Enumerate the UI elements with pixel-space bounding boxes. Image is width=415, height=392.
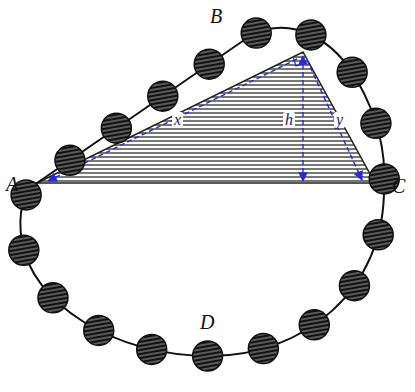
h-dimension [302,56,303,181]
chain-bead [84,315,114,345]
chain-bead [55,145,85,175]
vertex-letter: C [392,176,405,196]
chain-bead [101,113,131,143]
chain-bead [296,20,326,50]
chain-bead [361,108,391,138]
chain-bead [299,310,329,340]
chain-bead [9,235,39,265]
vertex-letter: A [6,174,18,194]
chain-bead [248,334,278,364]
chain-bead [137,334,167,364]
chain-string [20,28,384,356]
chain-bead [193,341,223,371]
side-label: y [334,112,345,128]
chain-bead [148,81,178,111]
vertex-letter: B [210,6,222,26]
height-label: h [283,112,295,128]
chain-bead [38,283,68,313]
chain-bead [194,49,224,79]
chain-bead [363,220,393,250]
chain-bead [339,271,369,301]
side-label: x [172,112,183,128]
point-letter: D [200,312,214,332]
chain-bead [241,18,271,48]
chain-bead [337,57,367,87]
x-dimension [48,59,297,181]
